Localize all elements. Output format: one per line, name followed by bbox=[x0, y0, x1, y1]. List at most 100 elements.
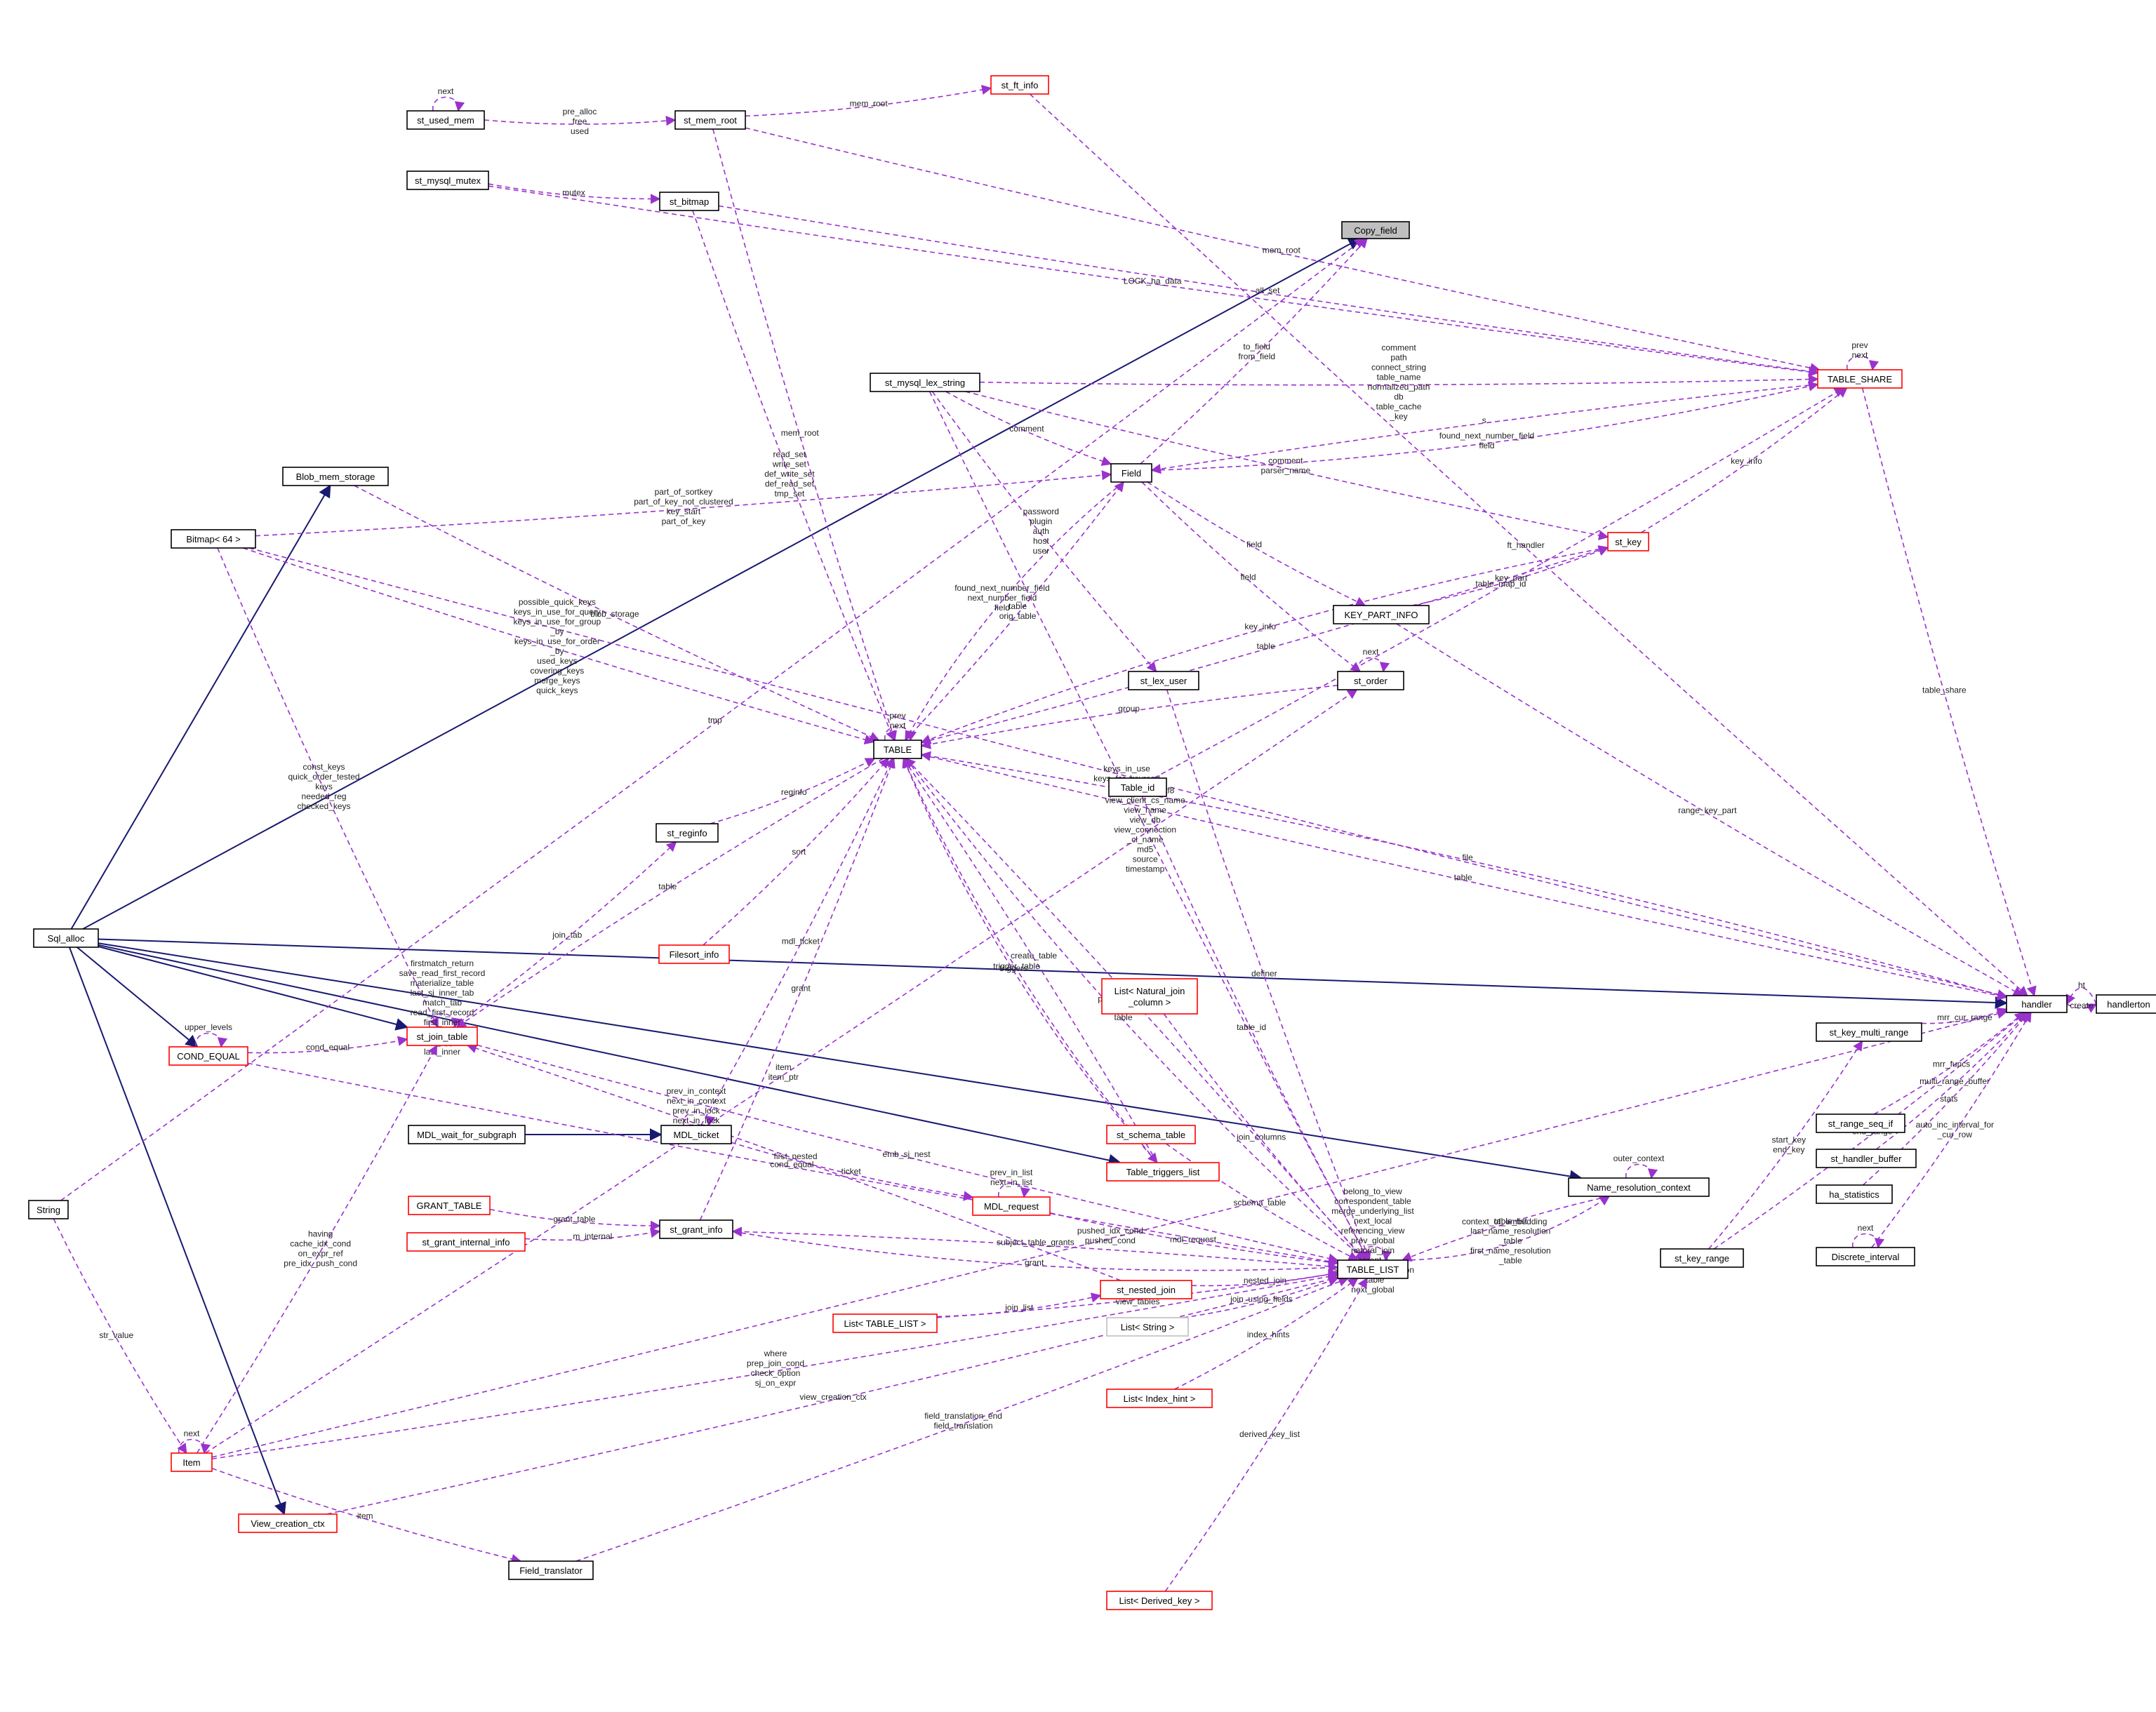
node-st_reginfo[interactable]: st_reginfo bbox=[656, 823, 719, 843]
edge-label: table bbox=[1114, 1012, 1133, 1022]
node-Field_translator[interactable]: Field_translator bbox=[508, 1560, 594, 1580]
node-st_ft_info[interactable]: st_ft_info bbox=[990, 75, 1049, 95]
node-box bbox=[282, 467, 389, 486]
edge-line bbox=[921, 545, 1609, 744]
edge-st_key_multi_range-to-handler: mrr_cur_range bbox=[1921, 1008, 2008, 1024]
node-st_mysql_lex_string[interactable]: st_mysql_lex_string bbox=[870, 373, 980, 392]
node-label: Sql_alloc bbox=[48, 933, 85, 944]
node-label: Discrete_interval bbox=[1832, 1252, 1900, 1262]
node-MDL_request[interactable]: MDL_request bbox=[972, 1196, 1051, 1216]
node-st_key[interactable]: st_key bbox=[1607, 532, 1649, 551]
edge-line bbox=[905, 481, 1124, 741]
edge-label: cond_equal bbox=[770, 1159, 813, 1169]
node-st_join_table[interactable]: st_join_table bbox=[406, 1026, 478, 1046]
node-st_mysql_mutex[interactable]: st_mysql_mutex bbox=[406, 170, 489, 190]
node-st_bitmap[interactable]: st_bitmap bbox=[659, 192, 719, 211]
node-List_Natural_join_column[interactable]: List< Natural_join_column > bbox=[1101, 978, 1198, 1015]
node-label: List< String > bbox=[1121, 1322, 1175, 1332]
edge-Sql_alloc-to-Blob_mem_storage bbox=[70, 484, 331, 930]
node-Sql_alloc[interactable]: Sql_alloc bbox=[33, 928, 99, 948]
node-Field[interactable]: Field bbox=[1110, 463, 1152, 483]
node-st_range_seq_if[interactable]: st_range_seq_if bbox=[1816, 1114, 1905, 1133]
node-COND_EQUAL[interactable]: COND_EQUAL bbox=[168, 1046, 248, 1066]
node-String[interactable]: String bbox=[28, 1200, 69, 1219]
node-Item[interactable]: Item bbox=[171, 1452, 213, 1472]
node-label: handlerton bbox=[2107, 999, 2150, 1010]
node-label: Blob_mem_storage bbox=[296, 472, 375, 482]
node-Blob_mem_storage[interactable]: Blob_mem_storage bbox=[282, 467, 389, 486]
node-st_mem_root[interactable]: st_mem_root bbox=[674, 110, 746, 130]
node-label: GRANT_TABLE bbox=[417, 1201, 482, 1211]
node-MDL_wait_for_subgraph[interactable]: MDL_wait_for_subgraph bbox=[408, 1125, 526, 1144]
edge-label: create_table bbox=[1011, 951, 1057, 961]
node-st_grant_info[interactable]: st_grant_info bbox=[659, 1219, 733, 1239]
node-st_used_mem[interactable]: st_used_mem bbox=[406, 110, 485, 130]
node-st_lex_user[interactable]: st_lex_user bbox=[1128, 671, 1199, 690]
node-GRANT_TABLE[interactable]: GRANT_TABLE bbox=[408, 1196, 491, 1215]
edge-line bbox=[732, 1231, 1339, 1273]
edge-Table_id-to-TABLE_SHARE: table_map_id bbox=[1153, 387, 1845, 779]
edge-List_Derived_key-to-TABLE_LIST: derived_key_list bbox=[1164, 1277, 1368, 1592]
edge-Table_id-to-TABLE_LIST: table_id bbox=[1141, 796, 1369, 1262]
node-st_handler_buffer[interactable]: st_handler_buffer bbox=[1816, 1149, 1917, 1168]
edge-line bbox=[68, 947, 286, 1516]
edge-st_mysql_lex_string-to-Field: comment bbox=[945, 391, 1112, 467]
node-label: st_used_mem bbox=[417, 115, 474, 126]
edge-Sql_alloc-to-handler bbox=[98, 938, 2008, 1010]
edge-label: ht bbox=[2078, 980, 2086, 990]
node-Discrete_interval[interactable]: Discrete_interval bbox=[1816, 1247, 1915, 1266]
node-st_key_range[interactable]: st_key_range bbox=[1660, 1248, 1744, 1268]
node-ha_statistics[interactable]: ha_statistics bbox=[1816, 1184, 1893, 1204]
node-List_Index_hint[interactable]: List< Index_hint > bbox=[1106, 1389, 1213, 1408]
node-List_TABLE_LIST[interactable]: List< TABLE_LIST > bbox=[832, 1313, 938, 1333]
node-List_Derived_key[interactable]: List< Derived_key > bbox=[1106, 1591, 1213, 1610]
edge-line bbox=[196, 1044, 438, 1454]
node-st_grant_internal_info[interactable]: st_grant_internal_info bbox=[406, 1232, 526, 1252]
node-handlerton[interactable]: handlerton bbox=[2096, 994, 2156, 1014]
node-Filesort_info[interactable]: Filesort_info bbox=[658, 944, 730, 964]
node-Copy_field[interactable]: Copy_field bbox=[1341, 221, 1410, 239]
node-st_order[interactable]: st_order bbox=[1337, 671, 1404, 690]
node-Bitmap64[interactable]: Bitmap< 64 > bbox=[171, 529, 256, 549]
node-label: st_reginfo bbox=[667, 828, 707, 838]
node-List_String[interactable]: List< String > bbox=[1106, 1317, 1189, 1337]
edge-st_join_table-to-st_reginfo: join_tab bbox=[453, 841, 677, 1028]
edge-Field-to-KEY_PART_INFO: field bbox=[1147, 481, 1366, 606]
edge-TABLE-to-handler: table bbox=[921, 754, 2008, 1001]
node-KEY_PART_INFO[interactable]: KEY_PART_INFO bbox=[1333, 605, 1430, 624]
edge-line bbox=[575, 1276, 1349, 1562]
node-TABLE_LIST[interactable]: TABLE_LIST bbox=[1337, 1259, 1409, 1279]
edge-line bbox=[1191, 1269, 1339, 1287]
node-st_nested_join[interactable]: st_nested_join bbox=[1100, 1280, 1192, 1299]
node-handler[interactable]: handler bbox=[2006, 995, 2068, 1013]
node-View_creation_ctx[interactable]: View_creation_ctx bbox=[238, 1513, 338, 1533]
node-Name_resolution_context[interactable]: Name_resolution_context bbox=[1568, 1177, 1710, 1197]
edge-label: auto_inc_interval_for_cur_row bbox=[1916, 1120, 1994, 1139]
edge-line bbox=[903, 758, 1158, 1164]
node-Table_id[interactable]: Table_id bbox=[1108, 777, 1167, 797]
node-TABLE[interactable]: TABLE bbox=[873, 740, 922, 759]
node-TABLE_SHARE[interactable]: TABLE_SHARE bbox=[1817, 369, 1903, 389]
edge-handlerton-to-handler: ht bbox=[2065, 980, 2097, 1005]
node-label: Table_id bbox=[1121, 782, 1154, 793]
node-st_key_multi_range[interactable]: st_key_multi_range bbox=[1816, 1022, 1922, 1042]
edge-label: first_nested bbox=[774, 1151, 818, 1161]
node-MDL_ticket[interactable]: MDL_ticket bbox=[660, 1125, 732, 1144]
edge-line bbox=[745, 84, 992, 117]
edge-label: grant_table bbox=[553, 1214, 595, 1224]
edge-line bbox=[1396, 623, 2024, 996]
edge-label: mem_root bbox=[1263, 245, 1301, 255]
edge-line bbox=[70, 484, 331, 930]
node-box bbox=[674, 110, 746, 130]
node-box bbox=[2006, 995, 2068, 1013]
node-Table_triggers_list[interactable]: Table_triggers_list bbox=[1106, 1162, 1220, 1182]
node-label: st_schema_table bbox=[1117, 1130, 1185, 1140]
node-box bbox=[870, 373, 980, 392]
node-box bbox=[1101, 978, 1198, 1015]
edge-KEY_PART_INFO-to-handler: range_key_part bbox=[1396, 623, 2024, 996]
node-st_schema_table[interactable]: st_schema_table bbox=[1106, 1125, 1196, 1144]
